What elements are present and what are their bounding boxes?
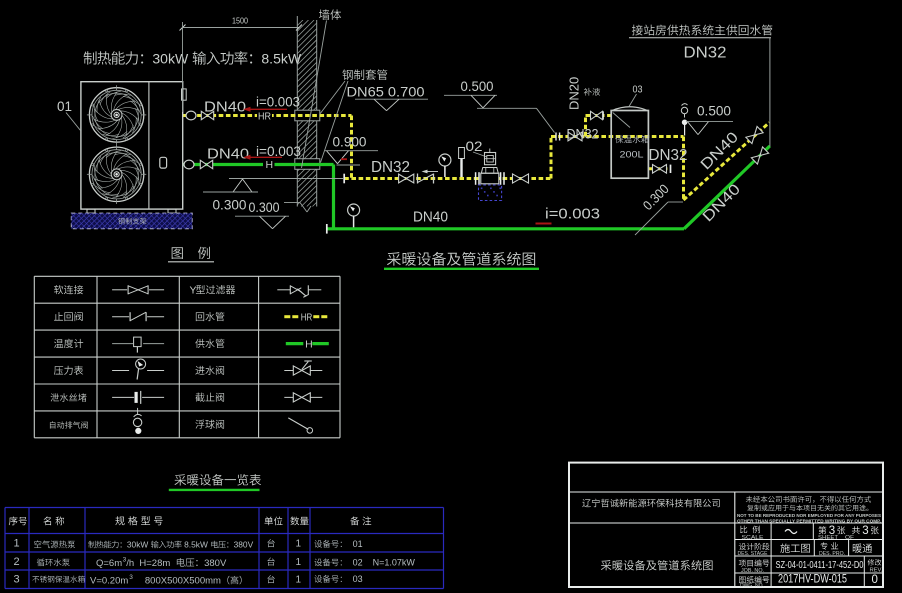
svg-text:DWG. NO.: DWG. NO. — [740, 583, 764, 589]
svg-text:HR: HR — [301, 311, 313, 323]
svg-text:0: 0 — [872, 574, 878, 586]
svg-text:REV.: REV. — [870, 568, 883, 574]
svg-text:1: 1 — [296, 539, 302, 550]
svg-text:V=0.20m: V=0.20m — [90, 576, 128, 587]
svg-text:DN65 0.700: DN65 0.700 — [347, 84, 425, 100]
svg-text:DN40: DN40 — [204, 99, 246, 116]
svg-text:1: 1 — [296, 557, 302, 568]
svg-text:DES. STAGE: DES. STAGE — [738, 551, 769, 557]
svg-text:1500: 1500 — [232, 16, 248, 26]
svg-text:DES. PRO.: DES. PRO. — [819, 551, 845, 557]
svg-text:DN40: DN40 — [699, 181, 744, 226]
svg-text:DN40: DN40 — [413, 209, 448, 226]
svg-text:DN40: DN40 — [697, 129, 742, 174]
svg-text:1: 1 — [14, 538, 20, 550]
svg-text:0.500: 0.500 — [697, 103, 731, 119]
svg-text:01: 01 — [57, 99, 72, 114]
svg-text:i=0.003: i=0.003 — [256, 144, 301, 159]
svg-text:380V: 380V — [204, 558, 227, 569]
svg-text:3: 3 — [129, 574, 133, 581]
svg-text:DN20: DN20 — [567, 77, 582, 110]
svg-text:200L: 200L — [620, 150, 644, 161]
svg-text:2017HV-DW-015: 2017HV-DW-015 — [778, 574, 847, 586]
svg-text:DN32: DN32 — [649, 147, 688, 164]
svg-text:NOT TO BE REPRODUCED NOR EMPLO: NOT TO BE REPRODUCED NOR EMPLOYED FOR AN… — [737, 513, 881, 518]
svg-text:OTHER THAN SPECIALLY PERMITTED: OTHER THAN SPECIALLY PERMITTED WRITING B… — [737, 518, 881, 523]
svg-text:DN32: DN32 — [567, 126, 599, 142]
svg-text:30kW: 30kW — [127, 540, 151, 550]
svg-text:0.900: 0.900 — [333, 134, 367, 150]
svg-text:1: 1 — [296, 575, 302, 586]
svg-text:Y: Y — [190, 284, 197, 296]
svg-text:Q=6m: Q=6m — [96, 558, 122, 569]
svg-text:2: 2 — [14, 556, 20, 568]
svg-text:0.500: 0.500 — [461, 78, 494, 94]
svg-text:03: 03 — [348, 574, 363, 584]
svg-text:0.300: 0.300 — [249, 199, 280, 215]
svg-text:SHEET: SHEET — [818, 535, 839, 541]
svg-text:JOB. NO.: JOB. NO. — [741, 568, 764, 574]
svg-text:0.300: 0.300 — [213, 197, 247, 213]
svg-text:DN32: DN32 — [684, 45, 727, 62]
svg-text:OF: OF — [845, 535, 854, 541]
svg-text:SCALE: SCALE — [742, 535, 765, 541]
svg-text:3: 3 — [862, 525, 868, 537]
svg-text:03: 03 — [633, 84, 643, 96]
svg-text:3: 3 — [829, 525, 835, 537]
svg-text:380V: 380V — [234, 540, 254, 550]
svg-text:02: 02 — [466, 138, 483, 154]
svg-text:H: H — [305, 338, 313, 350]
svg-text:800X500X500mm: 800X500X500mm — [145, 576, 221, 587]
svg-text:8.5kW: 8.5kW — [182, 540, 210, 550]
svg-text:02 N=1.07kW: 02 N=1.07kW — [348, 558, 416, 568]
svg-text:0.300: 0.300 — [640, 181, 672, 213]
svg-text:01: 01 — [348, 539, 363, 549]
svg-text:/h H=28m: /h H=28m — [126, 558, 175, 569]
svg-text:H: H — [266, 159, 274, 171]
svg-text:DN32: DN32 — [371, 159, 410, 176]
svg-text:8.5kW: 8.5kW — [261, 51, 301, 67]
svg-text:HR: HR — [258, 111, 271, 123]
svg-text:3: 3 — [123, 557, 127, 564]
svg-text:i=0.003: i=0.003 — [545, 206, 600, 223]
svg-text:3: 3 — [14, 574, 20, 586]
svg-text:30kW: 30kW — [152, 51, 192, 67]
svg-text:i=0.003: i=0.003 — [256, 95, 300, 110]
svg-text:SZ-04-01-0411-17-452-D0: SZ-04-01-0411-17-452-D0 — [776, 559, 864, 571]
svg-text:DN40: DN40 — [207, 146, 249, 163]
